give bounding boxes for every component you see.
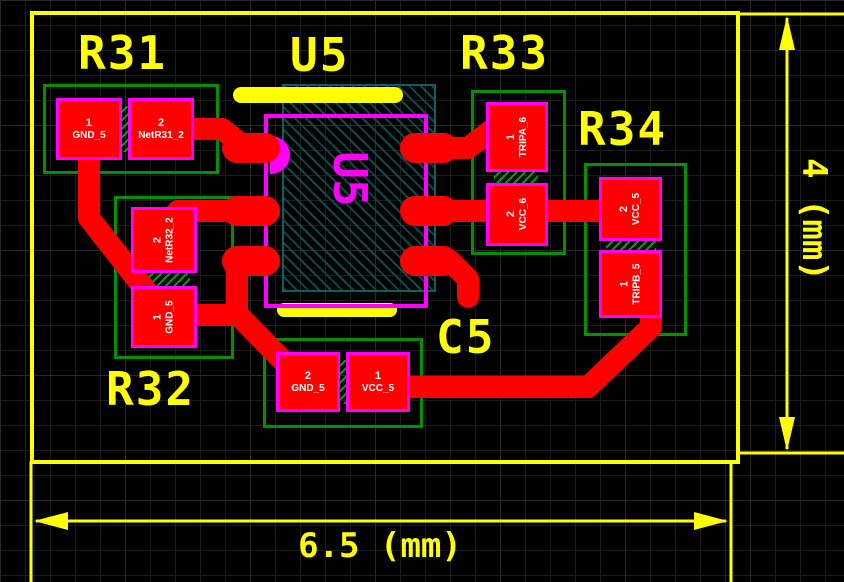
designator-r34[interactable]: R34 (578, 102, 668, 156)
dim-arrow-up-icon (779, 16, 795, 50)
dimension-height-label[interactable]: 4 (mm) (794, 158, 834, 281)
pad-number: 2 (304, 369, 312, 382)
pad-number: 1 (85, 116, 93, 129)
pad-r31-2[interactable]: 2 NetR31_2 (128, 98, 194, 160)
pad-r34-2[interactable]: 2 VCC_5 (599, 177, 662, 241)
u5-pad-left-2[interactable] (222, 196, 280, 226)
r34-body-hatch (606, 238, 656, 252)
dimension-width-label[interactable]: 6.5 (mm) (298, 526, 462, 566)
pad-r31-1[interactable]: 1 GND_5 (56, 98, 122, 160)
pad-net: NetR31_2 (138, 129, 184, 141)
pad-number: 1 (374, 369, 382, 382)
u5-pad-left-3[interactable] (222, 246, 280, 276)
dim-arrow-down-icon (779, 417, 795, 451)
pad-r33-1[interactable]: 1 TRIPA_6 (486, 102, 548, 172)
dim-arrow-left-icon (34, 512, 68, 530)
u5-pad-right-1[interactable] (400, 133, 458, 163)
pad-label: 2 NetR31_2 (138, 117, 184, 141)
r33-body-hatch (494, 168, 538, 184)
pad-c5-2[interactable]: 2 GND_5 (276, 352, 340, 412)
designator-r33[interactable]: R33 (460, 26, 550, 80)
pad-r32-1[interactable]: 1 GND_5 (131, 286, 197, 348)
dim-arrow-right-icon (694, 512, 728, 530)
u5-pad-left-1[interactable] (222, 133, 280, 163)
pad-r32-2[interactable]: 2 NetR32_2 (131, 207, 197, 273)
u5-pad-right-3[interactable] (400, 246, 458, 276)
designator-r31[interactable]: R31 (78, 26, 168, 80)
pad-net: VCC_5 (361, 382, 395, 394)
pad-net: GND_5 (72, 129, 106, 141)
u5-silk-bar-top[interactable] (233, 87, 403, 103)
board-outline[interactable] (30, 11, 740, 464)
pad-number: 2 (157, 116, 165, 129)
pad-r33-2[interactable]: 2 VCC_6 (486, 183, 548, 246)
component-outline-r33[interactable] (471, 90, 566, 255)
pad-r34-1[interactable]: 1 TRIPB_5 (599, 250, 662, 318)
pad-label: 1 GND_5 (72, 117, 105, 141)
pad-net: GND_5 (291, 382, 325, 394)
pad-c5-1[interactable]: 1 VCC_5 (346, 352, 410, 412)
pad-label: 1 VCC_5 (362, 370, 394, 394)
u5-pad-right-2[interactable] (400, 196, 458, 226)
designator-u5[interactable]: U5 (290, 28, 350, 82)
pad-label: 2 GND_5 (291, 370, 324, 394)
designator-c5[interactable]: C5 (436, 310, 496, 364)
designator-r32[interactable]: R32 (106, 362, 196, 416)
